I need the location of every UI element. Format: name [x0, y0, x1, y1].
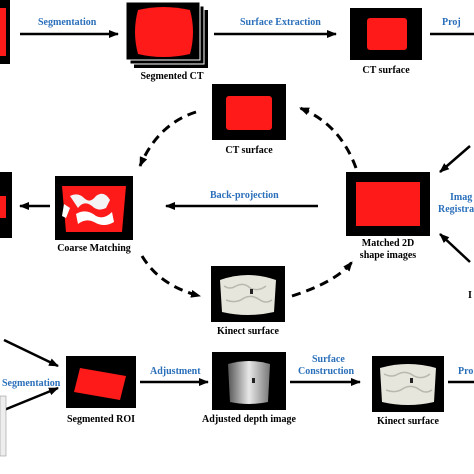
image-kinect-surface-bottom	[372, 356, 444, 412]
process-label-image-registration-line1: Imag	[450, 192, 472, 203]
caption-ct-surface-top: CT surface	[362, 65, 410, 76]
arrow-image-registration-in-top	[439, 145, 471, 173]
caption-matched-2d-line2: shape images	[360, 250, 417, 261]
image-ct-surface-cycle	[212, 84, 286, 140]
dashed-arrow-matched-to-ct	[299, 106, 358, 169]
image-segmented-roi	[66, 356, 136, 408]
arrow-input-bottom-bottomrow	[3, 386, 59, 412]
image-kinect-surface-cycle	[211, 266, 285, 322]
process-label-surface-extraction: Surface Extraction	[240, 17, 321, 28]
image-partial-left-top	[0, 0, 10, 64]
process-label-surface-construction-line2: Construction	[298, 366, 355, 377]
image-ct-surface-top	[350, 8, 422, 60]
partial-letter: I	[468, 290, 472, 301]
process-label-projection-partial-bottom: Pro	[458, 366, 473, 377]
process-label-segmentation-top: Segmentation	[38, 17, 97, 28]
caption-coarse-matching: Coarse Matching	[57, 243, 131, 254]
process-label-back-projection: Back-projection	[210, 190, 279, 201]
dashed-arrow-ct-to-coarse	[138, 110, 197, 167]
image-partial-left-mid	[0, 172, 12, 238]
segmented-ct-red-region	[135, 7, 193, 57]
caption-ct-surface-cycle: CT surface	[225, 145, 273, 156]
process-label-segmentation-bottom: Segmentation	[2, 378, 61, 389]
process-label-projection-partial: Proj	[442, 17, 461, 28]
image-matched-2d-shape	[346, 172, 430, 236]
process-label-adjustment: Adjustment	[150, 366, 201, 377]
image-segmented-ct-stack	[125, 1, 208, 68]
process-label-image-registration-line2: Registra	[438, 204, 474, 215]
image-partial-left-bottom	[0, 395, 7, 457]
caption-segmented-roi: Segmented ROI	[67, 414, 135, 425]
caption-segmented-ct: Segmented CT	[140, 71, 203, 82]
caption-kinect-surface-cycle: Kinect surface	[217, 326, 279, 337]
arrow-image-registration-in-bottom	[439, 233, 471, 263]
dashed-arrow-coarse-to-kinect	[140, 255, 201, 298]
caption-kinect-surface-bottom: Kinect surface	[377, 416, 439, 427]
image-adjusted-depth	[212, 352, 286, 410]
image-coarse-matching	[55, 176, 133, 240]
caption-matched-2d-line1: Matched 2D	[362, 238, 415, 249]
arrow-input-top-bottomrow	[3, 338, 59, 368]
dashed-arrow-kinect-to-matched	[291, 261, 354, 298]
process-label-surface-construction-line1: Surface	[312, 354, 345, 365]
caption-adjusted-depth: Adjusted depth image	[202, 414, 296, 425]
